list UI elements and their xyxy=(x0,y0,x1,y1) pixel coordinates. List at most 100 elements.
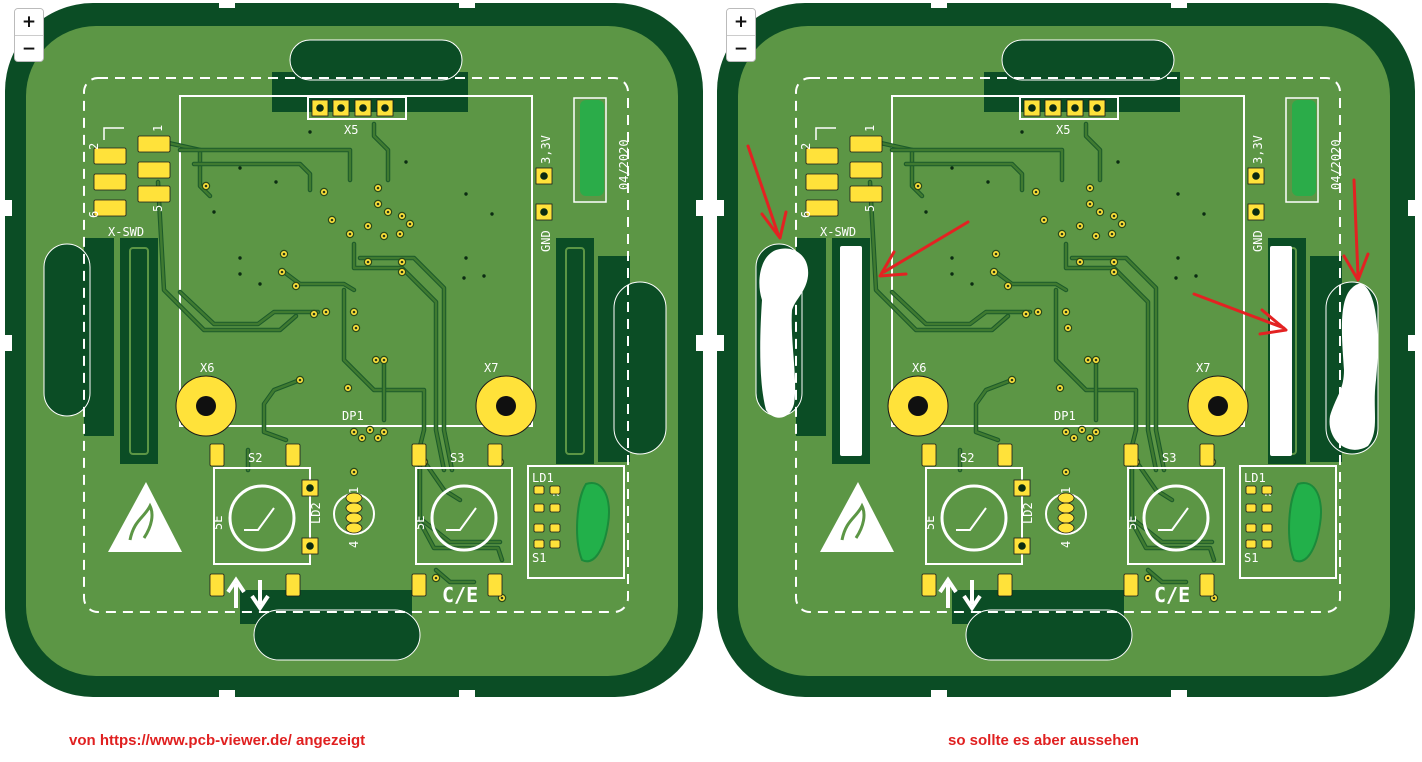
switch-s2-pad xyxy=(921,573,937,597)
frame-notch xyxy=(696,335,706,351)
via-hole xyxy=(354,326,358,330)
ld2-pad xyxy=(345,522,363,534)
x5-label: X5 xyxy=(1056,123,1070,137)
frame-notch xyxy=(4,335,12,351)
frame-notch xyxy=(219,0,235,8)
arrow-up-icon xyxy=(226,576,246,608)
via-hole xyxy=(348,232,352,236)
white-rail-left xyxy=(840,246,862,456)
switch-s2-label: S2 xyxy=(960,451,974,465)
ld1-pad xyxy=(549,485,561,495)
display-label: DP1 xyxy=(342,409,364,423)
ld1-pad xyxy=(1245,485,1257,495)
pcb-trace xyxy=(1146,568,1188,584)
via-hole xyxy=(1064,310,1068,314)
frame-notch xyxy=(696,200,706,216)
ld1-pad xyxy=(1245,523,1257,533)
drill-hole xyxy=(1176,256,1180,260)
mounting-hole xyxy=(1208,396,1228,416)
left-rail xyxy=(120,238,158,464)
pcb-trace xyxy=(1084,122,1102,182)
ld1-outline xyxy=(527,465,625,579)
ld1-pad xyxy=(1261,503,1273,513)
esd-warning-icon xyxy=(820,482,894,552)
via-hole xyxy=(916,184,920,188)
pcb-trace xyxy=(372,122,390,182)
zoom-in-button[interactable]: + xyxy=(15,9,43,35)
switch-s3-pad xyxy=(1199,443,1215,467)
via-hole xyxy=(1024,312,1028,316)
arrow-down-icon xyxy=(250,580,270,612)
ld1-pad xyxy=(549,523,561,533)
esd-hand-icon xyxy=(128,502,154,541)
drill-hole xyxy=(986,180,990,184)
ld1-pad xyxy=(1261,539,1273,549)
arrow-up-icon xyxy=(938,576,958,608)
pcb-trace xyxy=(178,148,352,182)
switch-s2-pad xyxy=(209,573,225,597)
swd-label: X-SWD xyxy=(108,225,144,239)
switch-s2-pad xyxy=(997,443,1013,467)
pcb-trace xyxy=(904,162,1024,192)
via-hole xyxy=(434,576,438,580)
zoom-control: + − xyxy=(14,8,44,62)
pcb-trace xyxy=(1064,242,1158,472)
switch-s3-symbol xyxy=(446,507,477,531)
via-hole xyxy=(398,232,402,236)
mounting-hole xyxy=(196,396,216,416)
caption-right: so sollte es aber aussehen xyxy=(948,732,1139,749)
via-hole xyxy=(1064,430,1068,434)
pcb-trace xyxy=(974,378,1014,442)
drill-hole xyxy=(1174,276,1178,280)
mounting-hole xyxy=(496,396,516,416)
via-hole xyxy=(382,234,386,238)
pcb-trace xyxy=(874,140,924,198)
ld1-pad xyxy=(533,523,545,533)
pcb-trace xyxy=(342,288,504,562)
via-hole xyxy=(1098,210,1102,214)
frame-notch xyxy=(1408,200,1418,216)
zoom-in-button[interactable]: + xyxy=(727,9,755,35)
via-hole xyxy=(500,596,504,600)
drill-hole xyxy=(950,256,954,260)
switch-s2-label: S2 xyxy=(248,451,262,465)
gnd-label: GND xyxy=(539,230,553,252)
ld1-outline xyxy=(1239,465,1337,579)
switch-s3-outline xyxy=(415,467,513,565)
pcb-trace xyxy=(156,180,298,332)
switch-s2-outline xyxy=(213,467,311,565)
switch-s3-pad xyxy=(487,573,503,597)
switch-s2-symbol xyxy=(956,507,987,531)
x6-label: X6 xyxy=(912,361,926,375)
switch-s2-pad xyxy=(285,443,301,467)
pcb-trace xyxy=(994,270,1068,292)
ld2-label: LD2 xyxy=(309,502,323,524)
switch-s3-symbol xyxy=(1158,507,1189,531)
ld2-pad xyxy=(1057,522,1075,534)
switch-s3-type-label: 5E xyxy=(1125,516,1139,530)
via-hole xyxy=(1006,284,1010,288)
drill-hole xyxy=(258,282,262,286)
s1-label: S1 xyxy=(1244,551,1258,565)
pcb-trace xyxy=(192,162,312,192)
left-rail-outline xyxy=(129,247,149,455)
zoom-out-button[interactable]: − xyxy=(727,35,755,61)
frame-notch xyxy=(1171,690,1187,700)
via-hole xyxy=(992,270,996,274)
green-marker xyxy=(1292,100,1316,196)
red-arrow-4 xyxy=(1342,178,1370,282)
green-marker-scribble xyxy=(1288,482,1322,563)
esd-warning-icon xyxy=(108,482,182,552)
via-hole xyxy=(294,284,298,288)
via-hole xyxy=(368,428,372,432)
swd-pad xyxy=(849,161,883,179)
date-box xyxy=(1285,97,1319,203)
switch-s3-pad xyxy=(411,443,427,467)
red-arrow-2 xyxy=(878,220,970,278)
x5-label: X5 xyxy=(344,123,358,137)
switch-s2-pad xyxy=(921,443,937,467)
via-hole xyxy=(1088,202,1092,206)
zoom-out-button[interactable]: − xyxy=(15,35,43,61)
